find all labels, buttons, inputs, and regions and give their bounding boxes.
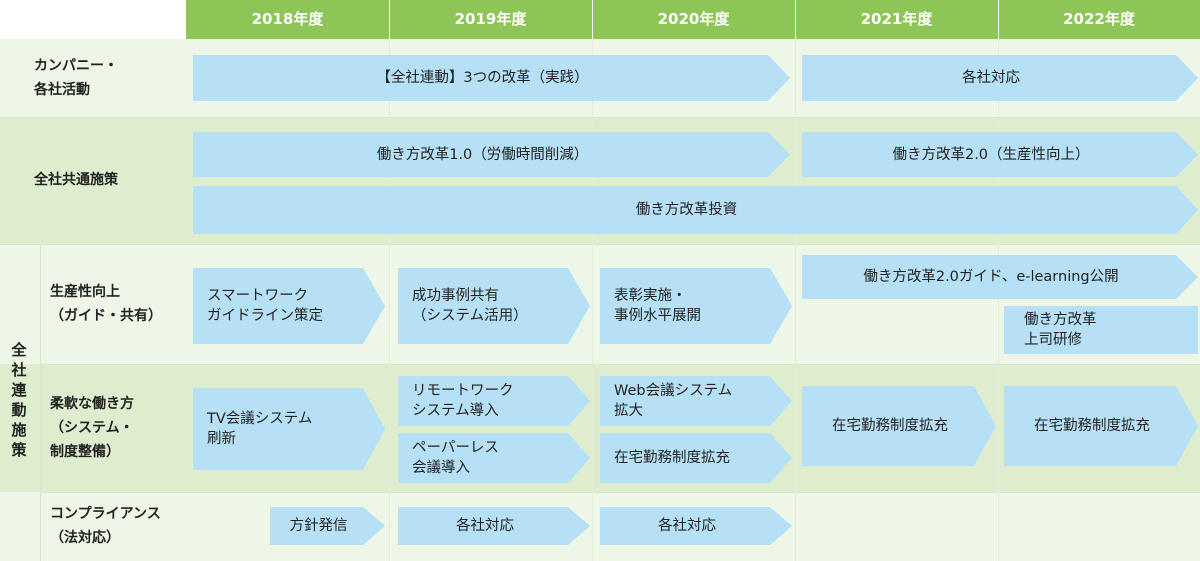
initiative-box: 働き方改革 上司研修 [1004,306,1198,354]
column-divider [389,0,390,561]
year-2020: 2020年度 [657,10,730,28]
row-divider [0,117,1200,118]
initiative-arrow: ペーパーレス 会議導入 [398,433,590,483]
initiative-arrow: リモートワーク システム導入 [398,376,590,426]
year-2022: 2022年度 [1063,10,1135,28]
year-2019: 2019年度 [454,10,527,28]
row-label-flexible: 柔軟な働き方 （システム・ 制度整備） [50,396,134,460]
year-2021: 2021年度 [860,10,933,28]
header-divider [998,0,999,39]
initiative-arrow: スマートワーク ガイドライン策定 [193,268,385,344]
header-divider [389,0,390,39]
initiative-arrow: TV会議システム 刷新 [193,388,385,470]
header-divider [795,0,796,39]
row-divider [40,364,1200,365]
column-divider [592,0,593,561]
initiative-arrow: 表彰実施・ 事例水平展開 [600,268,792,344]
row-divider [0,244,1200,245]
column-divider [795,0,796,561]
initiative-arrow: 働き方改革1.0（労働時間削減） [193,132,790,177]
group-divider [40,244,41,561]
initiative-arrow: Web会議システム 拡大 [600,376,792,426]
initiative-arrow: 各社対応 [398,507,590,545]
group-label: 全社連動施策 [11,341,27,459]
header-divider [592,0,593,39]
initiative-arrow: 方針発信 [270,507,385,545]
initiative-arrow: 在宅勤務制度拡充 [802,386,996,466]
initiative-arrow: 各社対応 [802,55,1198,101]
initiative-arrow: 働き方改革2.0ガイド、e-learning公開 [802,255,1198,299]
initiative-arrow: 在宅勤務制度拡充 [600,433,792,483]
year-header [186,0,1200,39]
row-label-common: 全社共通施策 [34,172,118,188]
initiative-arrow: 在宅勤務制度拡充 [1004,386,1198,466]
initiative-arrow: 各社対応 [600,507,792,545]
row-label-productivity: 生産性向上 （ガイド・共有） [50,284,162,324]
initiative-arrow: 成功事例共有 （システム活用） [398,268,590,344]
initiative-arrow: 働き方改革2.0（生産性向上） [802,132,1198,177]
year-2018: 2018年度 [251,10,324,28]
initiative-arrow: 働き方改革投資 [193,186,1198,234]
initiative-arrow: 【全社連動】3つの改革（実践） [193,55,790,101]
row-label-company: カンパニー・ 各社活動 [34,58,118,98]
row-divider [40,492,1200,493]
row-label-compliance: コンプライアンス （法対応） [50,506,161,546]
